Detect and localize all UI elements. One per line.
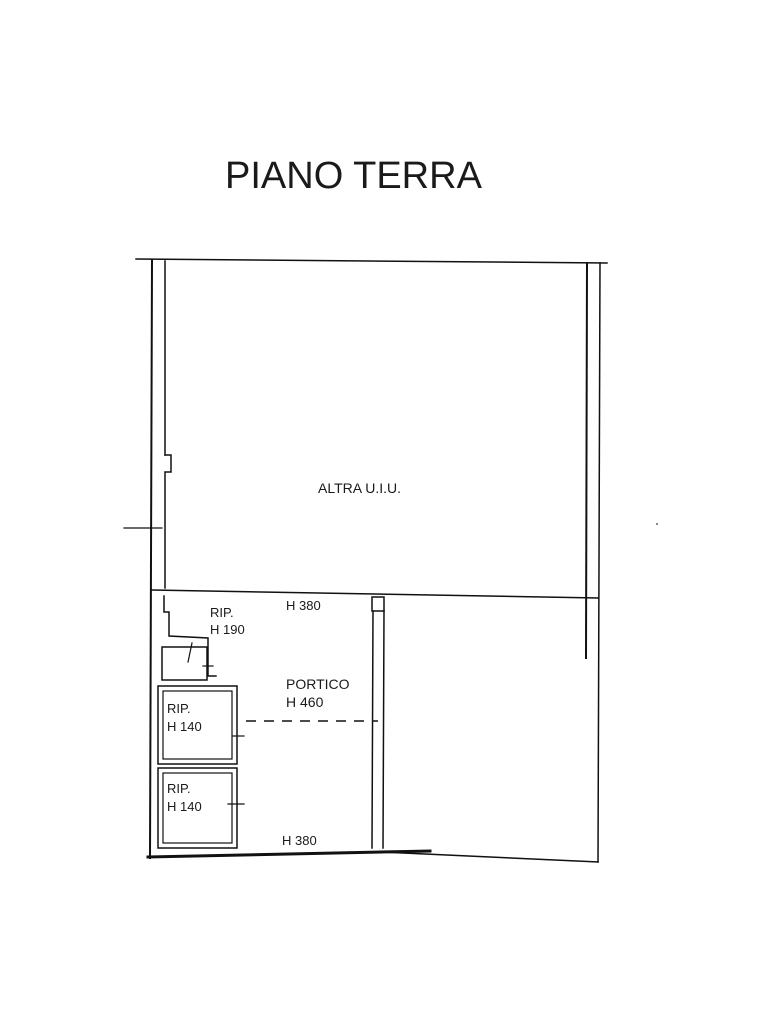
storage-2-height: H 140 (167, 719, 202, 734)
storage-1-height: H 190 (210, 622, 245, 637)
bottom-wall-right (381, 851, 599, 863)
storage-2-name: RIP. (167, 701, 191, 716)
dividing-wall (151, 589, 599, 599)
storage-room-1 (161, 642, 214, 681)
storage-1-name: RIP. (210, 605, 234, 620)
storage-3-height: H 140 (167, 799, 202, 814)
portico-height: H 460 (286, 694, 324, 710)
plan-title: PIANO TERRA (225, 155, 483, 197)
height-bottom-label: H 380 (282, 833, 317, 848)
storage-3-name: RIP. (167, 781, 191, 796)
top-wall (135, 258, 608, 264)
portico-name: PORTICO (286, 676, 350, 692)
right-wall (584, 261, 601, 863)
left-wall (148, 258, 172, 860)
storage-upper-wall (163, 595, 217, 677)
other-unit-label: ALTRA U.I.U. (318, 480, 401, 496)
portico-column (371, 596, 385, 849)
storage-room-2 (157, 685, 245, 765)
height-top-label: H 380 (286, 598, 321, 613)
speck (656, 523, 658, 525)
storage-room-3 (157, 767, 245, 849)
